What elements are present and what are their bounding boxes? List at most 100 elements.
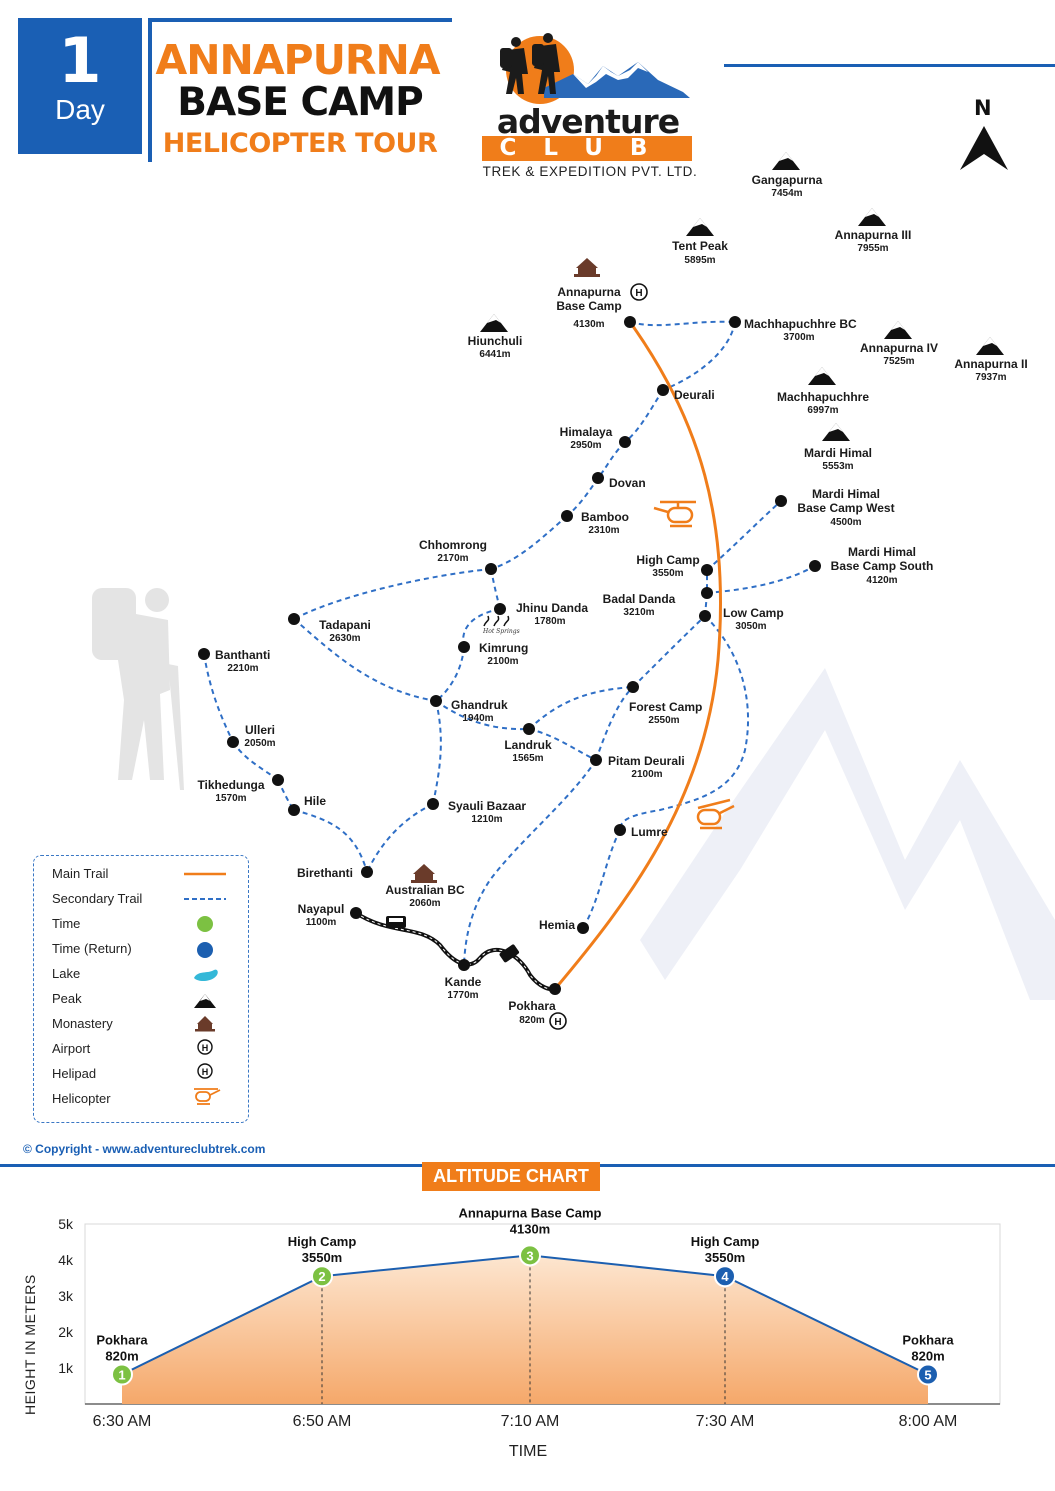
- header-rule: [724, 64, 1055, 67]
- altitude-point-value: 3550m: [302, 1250, 342, 1265]
- peak-icon: [772, 152, 800, 170]
- place-alt-pokhara: 820m: [519, 1015, 545, 1026]
- place-dots: [198, 316, 821, 995]
- peak-alt-machhapuchhre: 6997m: [807, 405, 839, 416]
- peak-alt-annapurna-iii: 7955m: [857, 243, 889, 254]
- peak-label-annapurna-iv: Annapurna IV: [859, 341, 939, 355]
- helicopter-icon: [696, 798, 735, 830]
- peak-label-machhapuchhre: Machhapuchhre: [776, 390, 870, 404]
- lake-icon: [194, 969, 218, 981]
- day-number: 1: [58, 24, 102, 97]
- place-label-kimrung: Kimrung: [479, 641, 529, 655]
- place-alt-forest-camp: 2550m: [648, 715, 680, 726]
- chart-x-axis-label: TIME: [508, 1443, 548, 1460]
- peak-label-gangapurna: Gangapurna: [751, 173, 823, 187]
- peak-label-hiunchuli: Hiunchuli: [467, 334, 523, 348]
- place-alt-bamboo: 2310m: [588, 525, 620, 536]
- place-alt-chhomrong: 2170m: [437, 553, 469, 564]
- background-mountain: [640, 668, 1055, 1000]
- hot-springs-label: Hot Springs: [483, 628, 520, 635]
- place-alt-pitam-deurali: 2100m: [631, 769, 663, 780]
- peak-icon: [822, 423, 850, 441]
- place-alt-ghandruk: 1940m: [462, 713, 494, 724]
- svg-text:H: H: [202, 1043, 209, 1053]
- place-alt-nayapul: 1100m: [305, 917, 337, 928]
- place-label-landruk: Landruk: [504, 738, 552, 752]
- peak-icon: [858, 208, 886, 226]
- place-label-hile: Hile: [304, 794, 327, 808]
- x-tick-label: 8:00 AM: [899, 1413, 958, 1430]
- peak-alt-hiunchuli: 6441m: [479, 349, 511, 360]
- copyright: © Copyright - www.adventureclubtrek.com: [23, 1142, 266, 1156]
- altitude-point-name: Pokhara: [902, 1332, 954, 1347]
- chart-title: ALTITUDE CHART: [422, 1162, 600, 1191]
- legend-label-secondary-trail: Secondary Trail: [52, 891, 143, 906]
- brand-logo-icon: [500, 33, 690, 104]
- trek-map: H H: [92, 152, 1055, 1030]
- svg-text:H: H: [635, 288, 642, 299]
- peak-icon: [686, 218, 714, 236]
- legend-label-monastery: Monastery: [52, 1016, 113, 1031]
- place-label-birethanti: Birethanti: [297, 866, 354, 880]
- time-symbol: [197, 916, 213, 932]
- place-alt-badal-danda: 3210m: [623, 607, 655, 618]
- place-label-tikhedunga: Tikhedunga: [197, 778, 265, 792]
- x-tick-label: 6:50 AM: [293, 1413, 352, 1430]
- page-title-line1: ANNAPURNA: [155, 36, 440, 84]
- place-alt-himalaya: 2950m: [570, 440, 602, 451]
- place-alt-low-camp: 3050m: [735, 621, 767, 632]
- peak-icon: [884, 321, 912, 339]
- peak-icons: [480, 152, 1004, 441]
- hiker-silhouette-icon: [92, 588, 184, 790]
- place-label-badal-danda: Badal Danda: [602, 592, 676, 606]
- x-tick-label: 6:30 AM: [93, 1413, 152, 1430]
- place-label-deurali: Deurali: [674, 388, 715, 402]
- place-alt-mbc: 3700m: [783, 332, 815, 343]
- place-alt-ulleri: 2050m: [244, 738, 276, 749]
- place-label-chhomrong: Chhomrong: [419, 538, 487, 552]
- place-label-banthanti: Banthanti: [215, 648, 271, 662]
- place-label-hemia: Hemia: [539, 918, 576, 932]
- altitude-point-value: 820m: [105, 1348, 138, 1363]
- altitude-point-name: Annapurna Base Camp: [458, 1205, 601, 1220]
- airport-icon: H: [197, 1039, 213, 1055]
- place-alt-syauli-bazaar: 1210m: [471, 814, 503, 825]
- helipad-icon: [549, 283, 648, 1030]
- time-return-symbol: [197, 942, 213, 958]
- day-badge: 1 Day: [18, 18, 142, 154]
- altitude-point-value: 3550m: [705, 1250, 745, 1265]
- peak-alt-gangapurna: 7454m: [771, 188, 803, 199]
- altitude-point-marker: [519, 1244, 541, 1267]
- legend-label-helicopter: Helicopter: [52, 1091, 111, 1106]
- title-frame: [148, 18, 452, 162]
- altitude-area: [122, 1255, 928, 1404]
- bus-icon: [386, 916, 520, 963]
- y-tick-label: 1k: [58, 1360, 74, 1376]
- peak-icon: [194, 994, 216, 1008]
- place-alt-tadapani: 2630m: [329, 633, 361, 644]
- page-title-line3: HELICOPTER TOUR: [162, 128, 438, 159]
- brand-club: CLUB: [482, 136, 692, 161]
- altitude-point-value: 4130m: [510, 1221, 550, 1236]
- x-tick-label: 7:10 AM: [501, 1413, 560, 1430]
- y-tick-label: 5k: [58, 1216, 74, 1232]
- place-label-bamboo: Bamboo: [581, 510, 629, 524]
- place-label-nayapul: Nayapul: [297, 902, 345, 916]
- y-tick-label: 2k: [58, 1324, 74, 1340]
- helipad-icon: H: [197, 1063, 213, 1079]
- place-alt-mardi-bc-south: 4120m: [866, 575, 898, 586]
- place-label-pokhara: Pokhara: [508, 999, 556, 1013]
- y-tick-label: 4k: [58, 1252, 74, 1268]
- legend-label-main-trail: Main Trail: [52, 866, 109, 881]
- place-label-forest-camp: Forest Camp: [629, 700, 703, 714]
- altitude-point-number: 5: [924, 1367, 931, 1382]
- place-alt-kande: 1770m: [447, 990, 479, 1001]
- place-alt-tikhedunga: 1570m: [215, 793, 247, 804]
- place-label-mbc: Machhapuchhre BC: [744, 317, 857, 331]
- legend-symbols: H H: [184, 872, 226, 1105]
- peak-alt-annapurna-iv: 7525m: [883, 356, 915, 367]
- page-title-line2: BASE CAMP: [177, 80, 423, 125]
- place-label-ghandruk: Ghandruk: [451, 698, 508, 712]
- place-label-jhinu-danda: Jhinu Danda: [516, 601, 589, 615]
- place-alt-australian-bc: 2060m: [409, 898, 441, 909]
